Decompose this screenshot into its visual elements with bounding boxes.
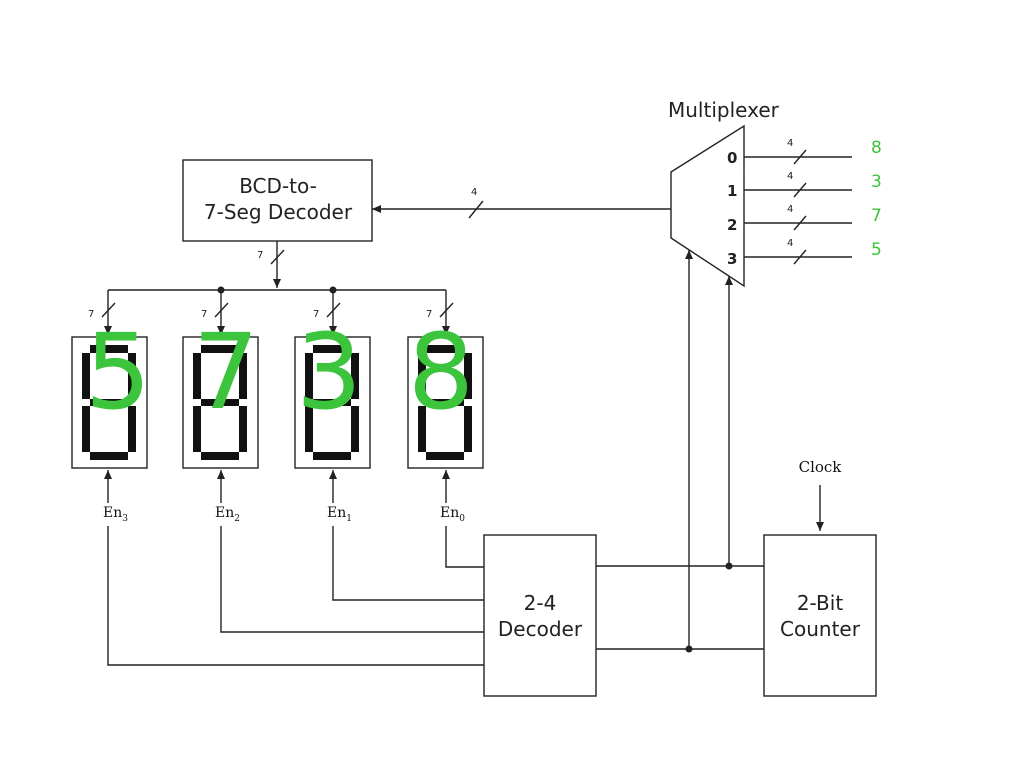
display-digit: 7 bbox=[193, 311, 259, 433]
display-bus-width: 7 bbox=[426, 309, 432, 320]
display-digit: 8 bbox=[408, 311, 474, 433]
clock-label: Clock bbox=[799, 458, 843, 476]
enable-wire-1 bbox=[332, 526, 484, 601]
display-2: 7 7 En2 bbox=[182, 290, 259, 524]
bcd-decoder-block bbox=[182, 159, 373, 242]
mux-input-value: 5 bbox=[871, 240, 882, 260]
counter-block bbox=[763, 534, 877, 697]
display-bus-width: 7 bbox=[201, 309, 207, 320]
counter-label-line1: 2-Bit bbox=[797, 591, 844, 615]
display-bus-width: 7 bbox=[88, 309, 94, 320]
mux-input-width: 4 bbox=[787, 238, 793, 249]
segments bbox=[305, 345, 359, 460]
multiplexer-title: Multiplexer bbox=[668, 98, 780, 122]
mux-input-index: 1 bbox=[727, 182, 737, 200]
mux-output-width: 4 bbox=[471, 187, 477, 198]
display-1: 7 3 En1 bbox=[294, 290, 371, 524]
mux-input-width: 4 bbox=[787, 138, 793, 149]
segments bbox=[193, 345, 247, 460]
mux-input-index: 0 bbox=[727, 149, 737, 167]
two-four-decoder-label-line2: Decoder bbox=[498, 617, 583, 641]
mux-input-index: 3 bbox=[727, 250, 737, 268]
seg-bus-width: 7 bbox=[257, 250, 263, 261]
bcd-decoder-label-line1: BCD-to- bbox=[239, 174, 317, 198]
two-four-decoder-block bbox=[483, 534, 597, 697]
mux-input-3: 4 3 5 bbox=[727, 238, 882, 268]
display-3: 7 5 En3 bbox=[71, 290, 151, 524]
two-four-decoder-label-line1: 2-4 bbox=[524, 591, 557, 615]
display-digit: 3 bbox=[296, 311, 362, 433]
mux-input-index: 2 bbox=[727, 216, 737, 234]
enable-wire-2 bbox=[220, 526, 484, 633]
display-digit: 5 bbox=[85, 311, 151, 433]
enable-wire-0 bbox=[445, 526, 484, 568]
display-bus-width: 7 bbox=[313, 309, 319, 320]
mux-input-width: 4 bbox=[787, 204, 793, 215]
mux-input-0: 4 0 8 bbox=[727, 138, 882, 167]
enable-wire-3 bbox=[107, 526, 484, 666]
mux-input-2: 4 2 7 bbox=[727, 204, 882, 234]
display-0: 7 8 En0 bbox=[407, 290, 484, 524]
enable-label: En3 bbox=[103, 505, 128, 524]
mux-input-1: 4 1 3 bbox=[727, 171, 882, 200]
enable-label: En2 bbox=[215, 505, 240, 524]
bus-slash bbox=[468, 200, 484, 219]
segments bbox=[82, 345, 136, 460]
mux-input-value: 8 bbox=[871, 138, 882, 158]
mux-input-value: 3 bbox=[871, 172, 882, 192]
mux-input-value: 7 bbox=[871, 206, 882, 226]
segments bbox=[418, 345, 472, 460]
bus-slash bbox=[270, 249, 285, 265]
multiplexer-block bbox=[670, 124, 745, 288]
bcd-decoder-label-line2: 7-Seg Decoder bbox=[204, 200, 353, 224]
mux-input-width: 4 bbox=[787, 171, 793, 182]
counter-label-line2: Counter bbox=[780, 617, 861, 641]
enable-label: En1 bbox=[327, 505, 352, 524]
enable-label: En0 bbox=[440, 505, 465, 524]
